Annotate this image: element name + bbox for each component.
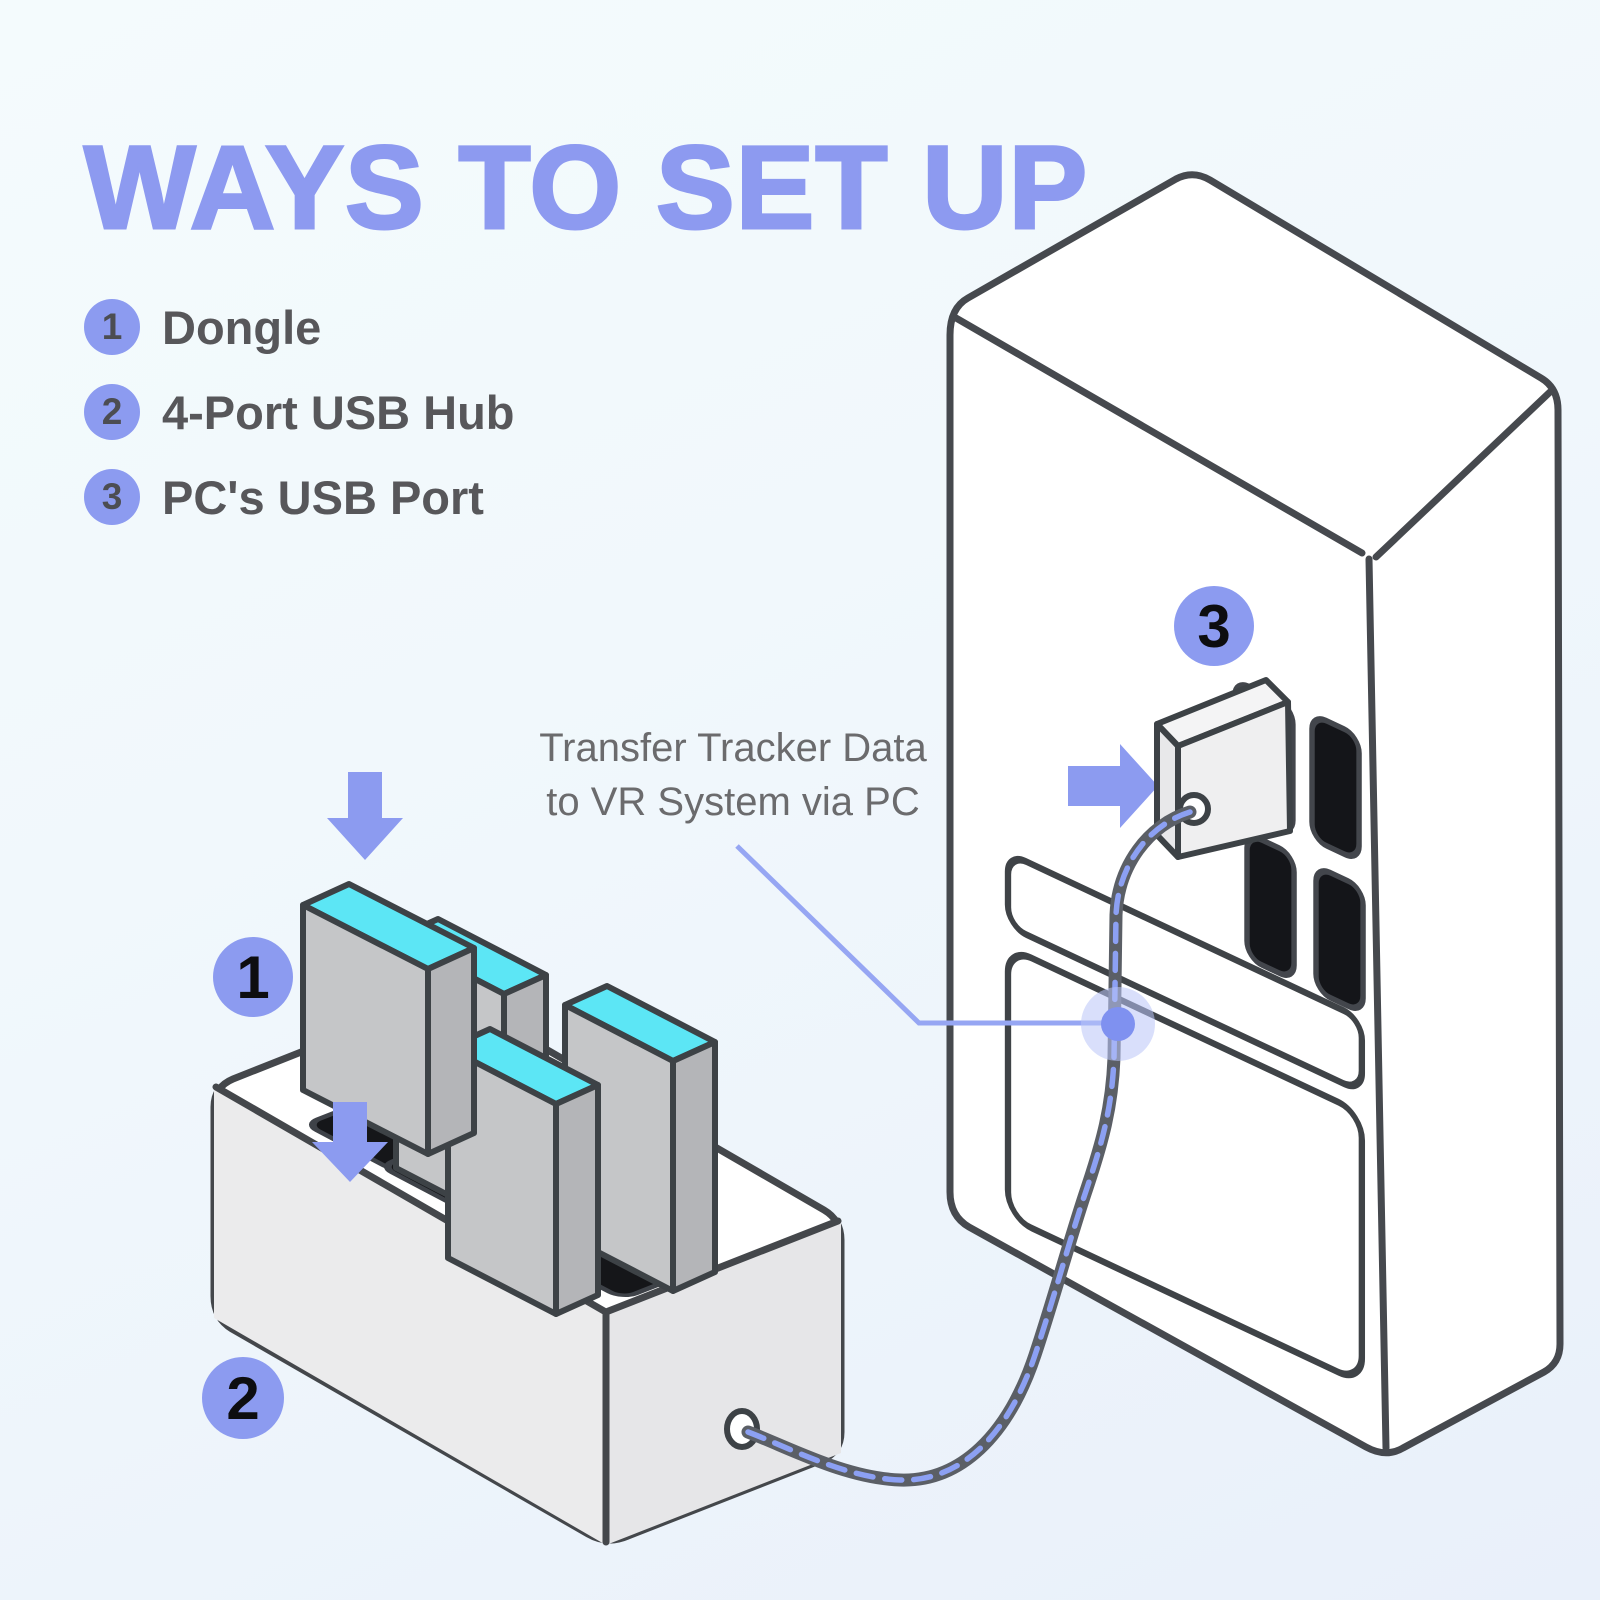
step-label: Dongle (162, 300, 322, 354)
hub-front-face (214, 1085, 606, 1545)
floating-dongle (300, 881, 477, 1157)
annotation-leader (735, 844, 1155, 1061)
pc-tower-roof-right-edge (1372, 388, 1554, 561)
step-badge: 3 (84, 469, 140, 525)
plugged-dongle-end-face (1154, 721, 1181, 860)
step-badge: 1 (84, 299, 140, 355)
badge-number: 2 (226, 1365, 259, 1432)
leader-dot (1101, 1007, 1135, 1041)
diagram-badges: 1 2 3 (202, 586, 1254, 1439)
step-item-pc-port: 3 PC's USB Port (84, 469, 515, 525)
step-label: PC's USB Port (162, 470, 484, 524)
badge-pc-port: 3 (1174, 586, 1254, 666)
page-title: WAYS TO SET UP (82, 121, 1089, 256)
pc-tower (946, 171, 1564, 1457)
pc-tower-roof-left-edge (952, 314, 1366, 557)
down-arrow-icon (327, 772, 403, 860)
step-label: 4-Port USB Hub (162, 385, 515, 439)
hub-dongles (300, 881, 718, 1317)
usb-port-c (1244, 835, 1297, 978)
leader-line (735, 844, 1106, 1026)
usb-port-d (1313, 868, 1366, 1011)
pc-tower-front-edge (1365, 555, 1390, 1452)
dongle-side-face (670, 1039, 718, 1294)
right-arrow-icon (1068, 744, 1158, 828)
badge-circle (202, 1357, 284, 1439)
step-list: 1 Dongle 2 4-Port USB Hub 3 PC's USB Por… (84, 299, 515, 554)
cable-dash-stripe (745, 809, 1193, 1483)
badge-number: 1 (236, 944, 269, 1011)
annotation-line-1: Transfer Tracker Data (539, 726, 927, 770)
badge-hub: 2 (202, 1357, 284, 1439)
step-badge: 2 (84, 384, 140, 440)
step-item-hub: 2 4-Port USB Hub (84, 384, 515, 440)
annotation-line-2: to VR System via PC (546, 779, 920, 824)
usb-port-b (1309, 716, 1362, 859)
down-arrow-into-slot-icon (312, 1102, 388, 1182)
pc-front-panel-lower (1004, 951, 1366, 1379)
cable (741, 805, 1197, 1487)
badge-circle (1174, 586, 1254, 666)
annotation-text: Transfer Tracker Data to VR System via P… (538, 722, 928, 829)
hub-right-face (606, 1220, 841, 1545)
badge-circle (213, 937, 293, 1017)
badge-number: 3 (1197, 593, 1230, 660)
dongle-side-face (553, 1082, 601, 1317)
badge-dongle: 1 (213, 937, 293, 1017)
hub-right-top-edge (602, 1217, 842, 1316)
pc-front-panel-upper (1004, 855, 1366, 1090)
step-item-dongle: 1 Dongle (84, 299, 515, 355)
dongle-side-face (425, 945, 477, 1157)
